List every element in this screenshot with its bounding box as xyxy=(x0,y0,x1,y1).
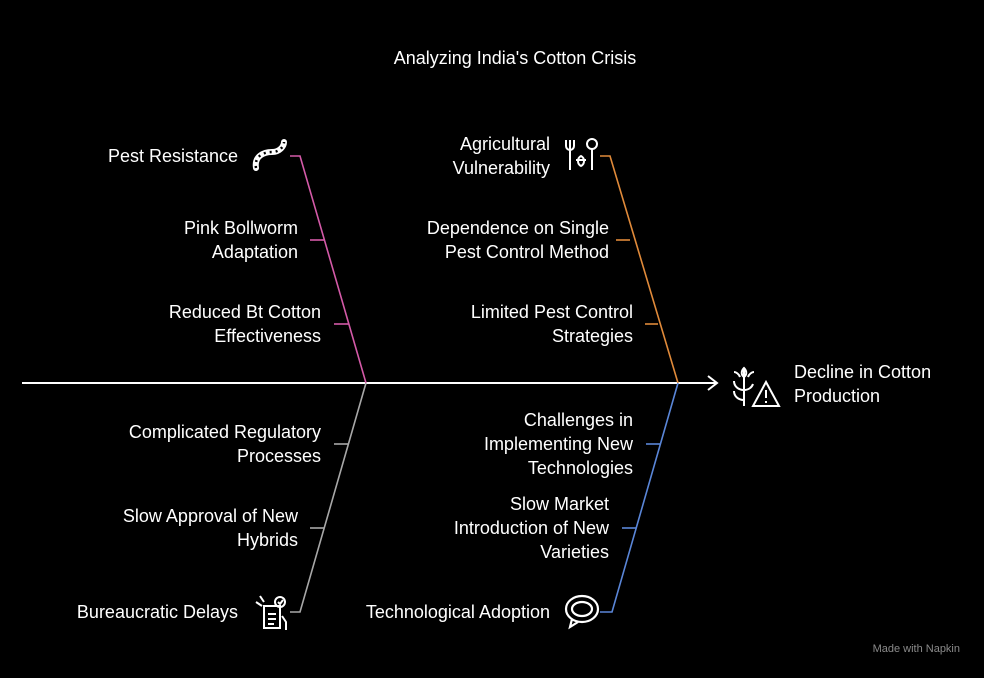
category-pest-resistance: Pest Resistance xyxy=(107,146,238,166)
bone-agricultural-vulnerability xyxy=(600,155,679,384)
category-agricultural-vulnerability: Agricultural Vulnerability xyxy=(452,134,550,178)
cause-label: Slow Approval of New Hybrids xyxy=(122,506,298,550)
cause-label: Slow Market Introduction of New Varietie… xyxy=(453,494,609,562)
cause-label: Pink Bollworm Adaptation xyxy=(183,218,298,262)
cause-label: Limited Pest Control Strategies xyxy=(470,302,633,346)
bone-bureaucratic-delays xyxy=(290,382,367,613)
diagram-title: Analyzing India's Cotton Crisis xyxy=(393,48,637,68)
category-bureaucratic-delays: Bureaucratic Delays xyxy=(76,602,238,622)
cause-label: Complicated Regulatory Processes xyxy=(128,422,321,466)
effect-label: Decline in Cotton Production xyxy=(794,362,932,406)
document-approval-icon xyxy=(255,595,287,630)
farm-tools-icon xyxy=(565,138,598,170)
arrow-head xyxy=(707,375,719,391)
category-technological-adoption: Technological Adoption xyxy=(365,602,550,622)
cause-label: Challenges in Implementing New Technolog… xyxy=(483,410,633,478)
speech-bubble-icon xyxy=(564,594,600,630)
bone-technological-adoption xyxy=(600,382,679,613)
cause-label: Dependence on Single Pest Control Method xyxy=(426,218,609,262)
cause-label: Reduced Bt Cotton Effectiveness xyxy=(168,302,321,346)
worm-icon xyxy=(252,139,287,171)
watermark: Made with Napkin xyxy=(872,643,960,655)
bone-pest-resistance xyxy=(290,155,367,384)
wheat-warning-icon xyxy=(733,366,781,407)
